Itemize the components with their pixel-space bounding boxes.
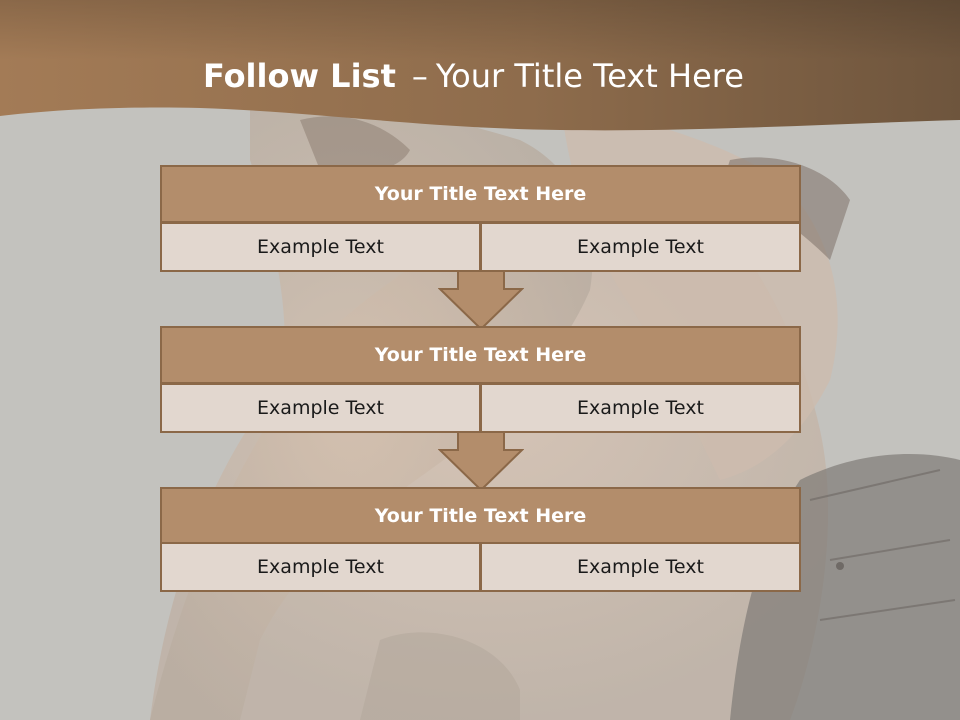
block-cell-right: Example Text — [480, 222, 801, 272]
block-cell-left: Example Text — [160, 542, 481, 592]
block-title: Your Title Text Here — [160, 326, 801, 384]
header-band — [0, 0, 960, 131]
block-cell-right: Example Text — [480, 383, 801, 433]
slide-title-rest: Your Title Text Here — [435, 57, 744, 95]
slide-title: Follow List–Your Title Text Here — [203, 54, 744, 98]
block-cell-left: Example Text — [160, 222, 481, 272]
slide-title-bold: Follow List — [203, 57, 396, 95]
block-cell-left: Example Text — [160, 383, 481, 433]
block-title: Your Title Text Here — [160, 487, 801, 545]
block-title: Your Title Text Here — [160, 165, 801, 223]
down-arrow-icon — [438, 431, 524, 492]
down-arrow-icon — [438, 270, 524, 331]
slide-title-separator: – — [411, 57, 428, 95]
block-cell-right: Example Text — [480, 542, 801, 592]
